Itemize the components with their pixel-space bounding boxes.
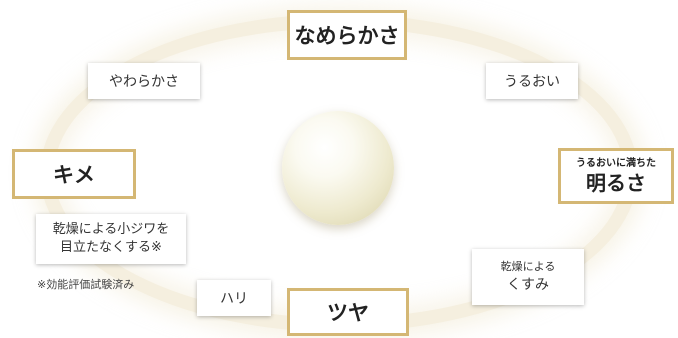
- softness-box: やわらかさ: [88, 63, 200, 99]
- smoothness-label: なめらかさ: [294, 24, 400, 48]
- softness-label: やわらかさ: [109, 74, 179, 90]
- gloss-box: ツヤ: [287, 288, 409, 336]
- smoothness-box: なめらかさ: [287, 10, 407, 60]
- firmness-box: ハリ: [197, 280, 271, 316]
- gloss-label: ツヤ: [327, 301, 369, 325]
- texture-box: キメ: [12, 149, 136, 199]
- brightness-sub-label: うるおいに満ちた: [576, 157, 656, 169]
- dullness-label-line2: くすみ: [507, 277, 549, 293]
- brightness-box: うるおいに満ちた 明るさ: [558, 148, 674, 204]
- dullness-box: 乾燥による くすみ: [472, 249, 584, 305]
- dullness-label-line1: 乾燥による: [500, 260, 556, 273]
- texture-label: キメ: [53, 163, 95, 187]
- moisture-label: うるおい: [504, 74, 560, 90]
- brightness-label: 明るさ: [586, 170, 646, 195]
- footnote: ※効能評価試験済み: [37, 278, 135, 291]
- cream-droplet-image: [282, 111, 394, 225]
- wrinkle-box: 乾燥による小ジワを 目立たなくする※: [36, 214, 186, 264]
- firmness-label: ハリ: [220, 291, 248, 307]
- wrinkle-label-line2: 目立たなくする※: [60, 240, 162, 255]
- moisture-box: うるおい: [486, 63, 578, 99]
- wrinkle-label-line1: 乾燥による小ジワを: [52, 222, 170, 237]
